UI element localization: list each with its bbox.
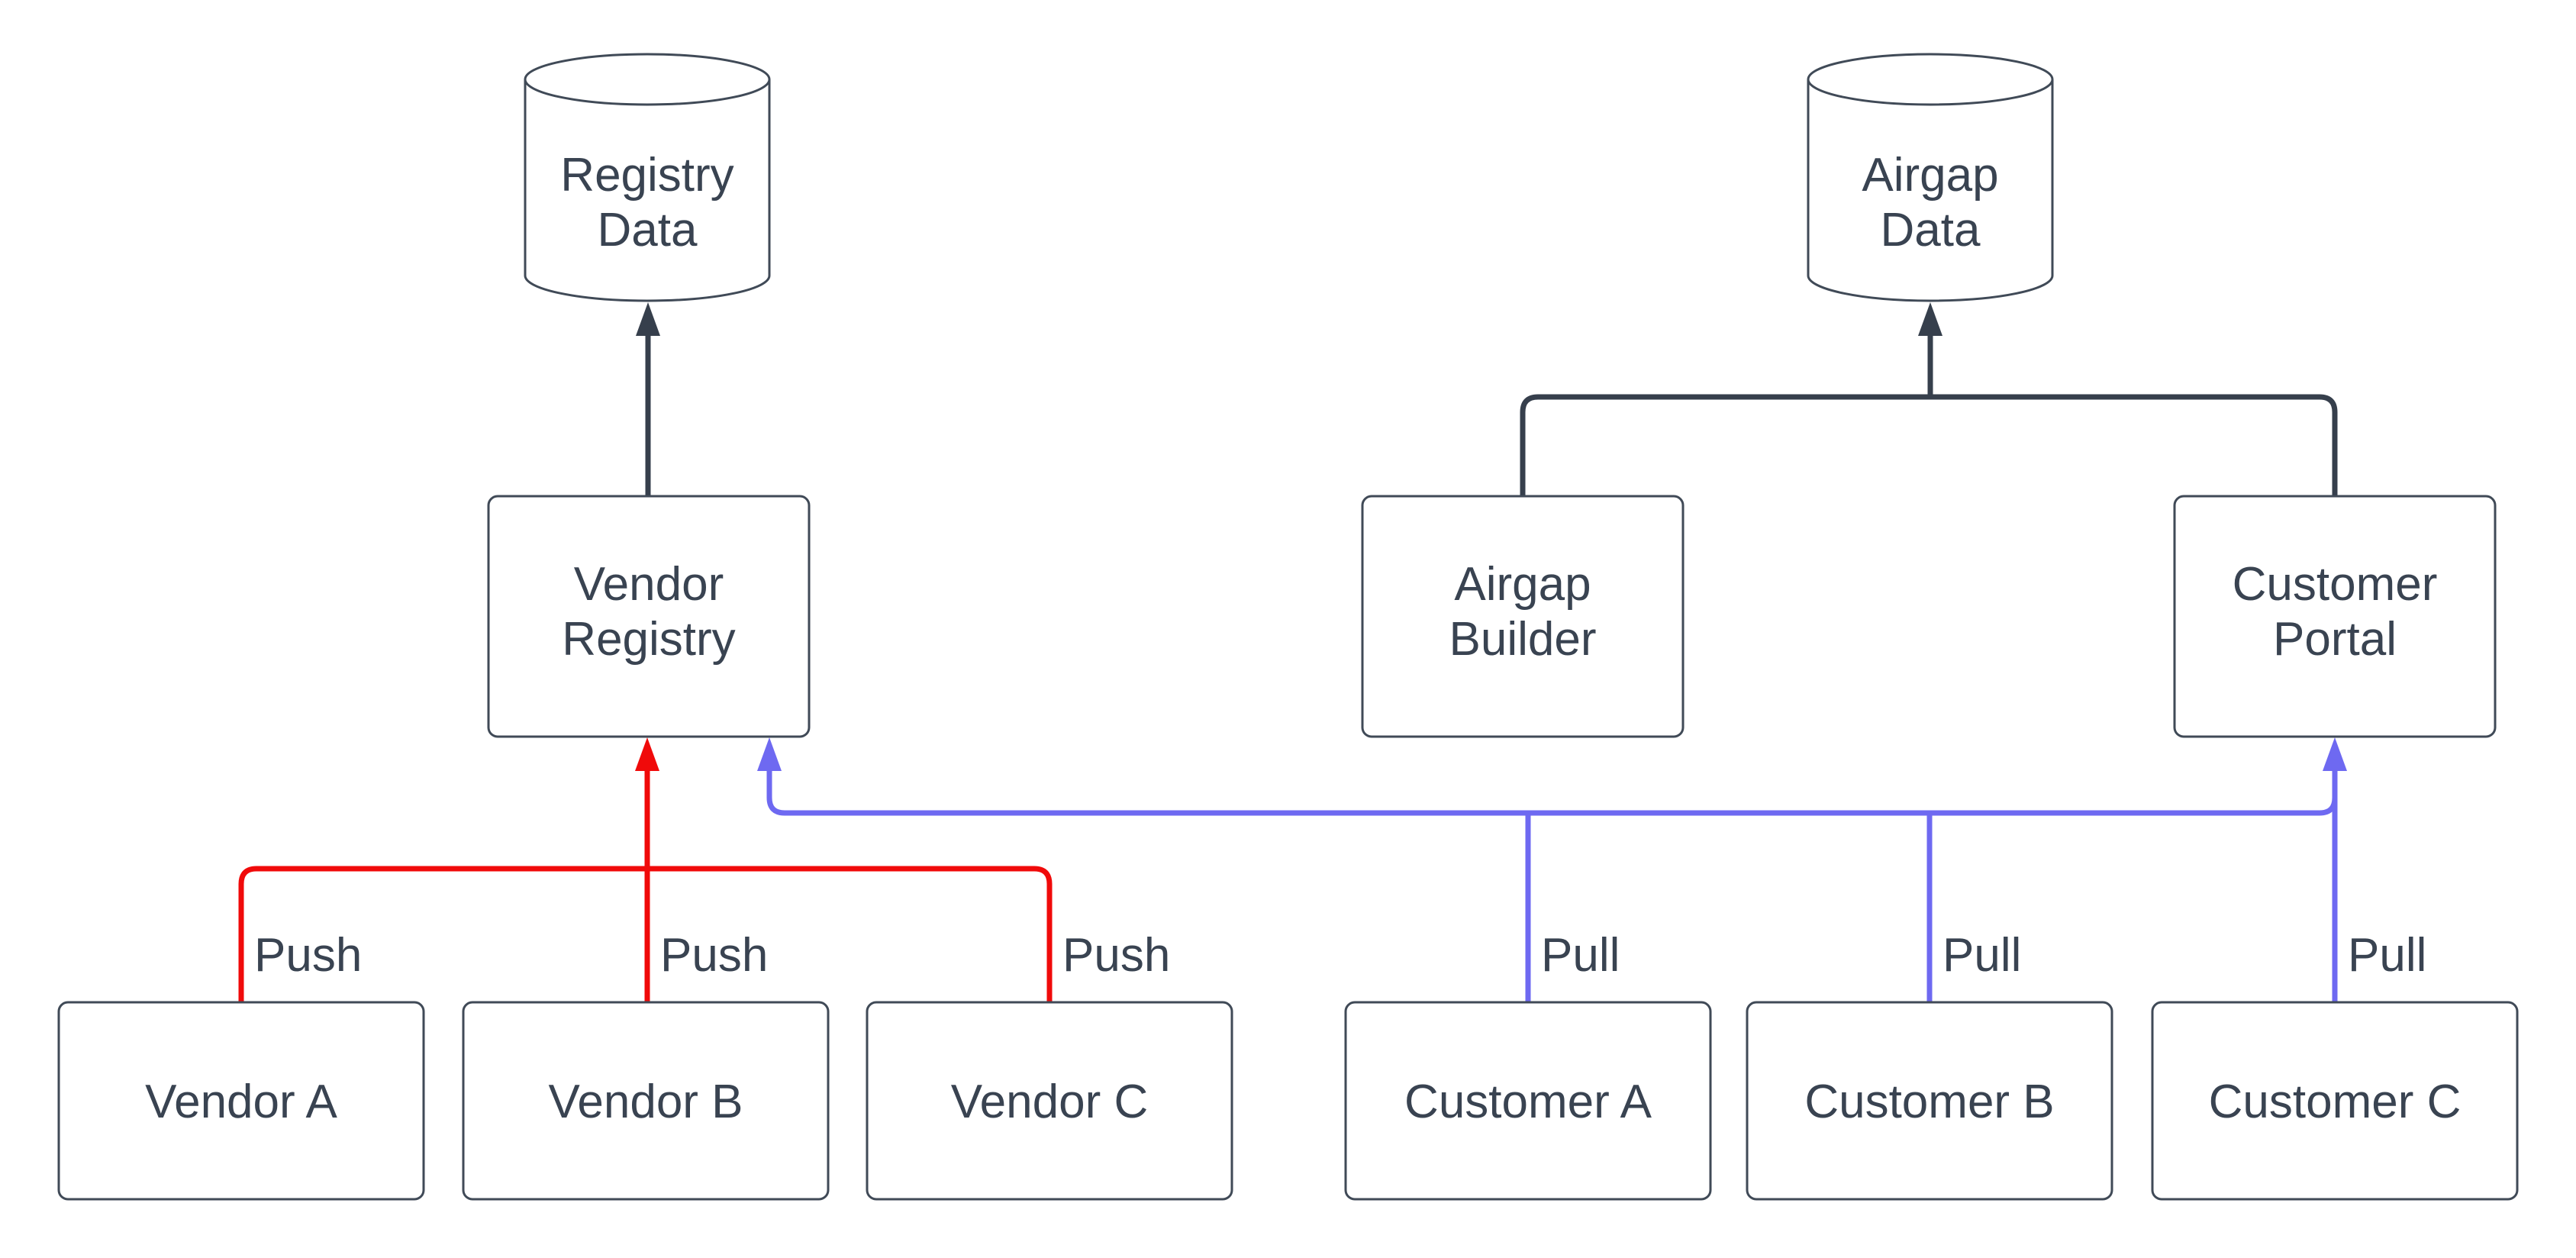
airgap-data-cylinder-body: [1807, 79, 2054, 302]
arrowhead-pull-vendor-registry: [757, 737, 782, 771]
edge-label-push-3: Push: [1062, 929, 1170, 982]
vendor-c-box: [866, 1001, 1233, 1201]
node-customer-c: Customer C: [2151, 1001, 2519, 1201]
arrowhead-registry-data: [636, 302, 660, 336]
edge-label-pull-2: Pull: [1942, 929, 2021, 982]
airgap-builder-box: [1361, 495, 1685, 738]
node-vendor-a: Vendor A: [57, 1001, 425, 1201]
airgap-builder-label-line1: Airgap: [1454, 558, 1591, 611]
airgap-builder-label-line2: Builder: [1449, 613, 1597, 666]
vendor-b-box: [462, 1001, 830, 1201]
arrowhead-pull-customer-portal: [2323, 737, 2347, 771]
registry-data-label-line1: Registry: [560, 149, 733, 202]
node-customer-b: Customer B: [1746, 1001, 2113, 1201]
node-customer-a: Customer A: [1344, 1001, 1712, 1201]
customer-portal-box: [2173, 495, 2497, 738]
vendor-a-label: Vendor A: [145, 1076, 337, 1128]
edge-label-push-2: Push: [660, 929, 768, 982]
customer-c-label: Customer C: [2209, 1076, 2462, 1128]
airgap-data-label-line1: Airgap: [1862, 149, 1998, 202]
node-vendor-c: Vendor C: [866, 1001, 1233, 1201]
customer-a-label: Customer A: [1404, 1076, 1652, 1128]
arrowhead-airgap-data: [1918, 302, 1942, 336]
customer-c-box: [2151, 1001, 2519, 1201]
node-vendor-b: Vendor B: [462, 1001, 830, 1201]
edge-pull-trunk: [766, 769, 2338, 816]
vendor-b-label: Vendor B: [548, 1076, 743, 1128]
node-registry-data: Registry Data: [524, 53, 771, 302]
vendor-a-box: [57, 1001, 425, 1201]
airgap-data-label-line2: Data: [1881, 204, 1981, 256]
edge-label-pull-3: Pull: [2348, 929, 2426, 982]
vendor-registry-box: [487, 495, 811, 738]
edge-builder-portal-branch: [1520, 394, 2338, 496]
airgap-data-cylinder-top: [1807, 53, 2054, 106]
registry-data-label-line2: Data: [598, 204, 698, 256]
registry-data-cylinder-body: [524, 79, 771, 302]
node-vendor-registry: Vendor Registry: [487, 495, 811, 738]
registry-data-cylinder-top: [524, 53, 771, 106]
customer-b-label: Customer B: [1804, 1076, 2054, 1128]
edge-label-push-1: Push: [254, 929, 362, 982]
node-airgap-data: Airgap Data: [1807, 53, 2054, 302]
vendor-registry-label-line1: Vendor: [574, 558, 724, 611]
node-airgap-builder: Airgap Builder: [1361, 495, 1685, 738]
arrowhead-push-vendor-registry: [635, 737, 659, 771]
customer-portal-label-line1: Customer: [2233, 558, 2438, 611]
vendor-registry-label-line2: Registry: [562, 613, 735, 666]
customer-portal-label-line2: Portal: [2273, 613, 2397, 666]
node-customer-portal: Customer Portal: [2173, 495, 2497, 738]
edge-label-pull-1: Pull: [1541, 929, 1620, 982]
customer-a-box: [1344, 1001, 1712, 1201]
vendor-c-label: Vendor C: [951, 1076, 1149, 1128]
customer-b-box: [1746, 1001, 2113, 1201]
